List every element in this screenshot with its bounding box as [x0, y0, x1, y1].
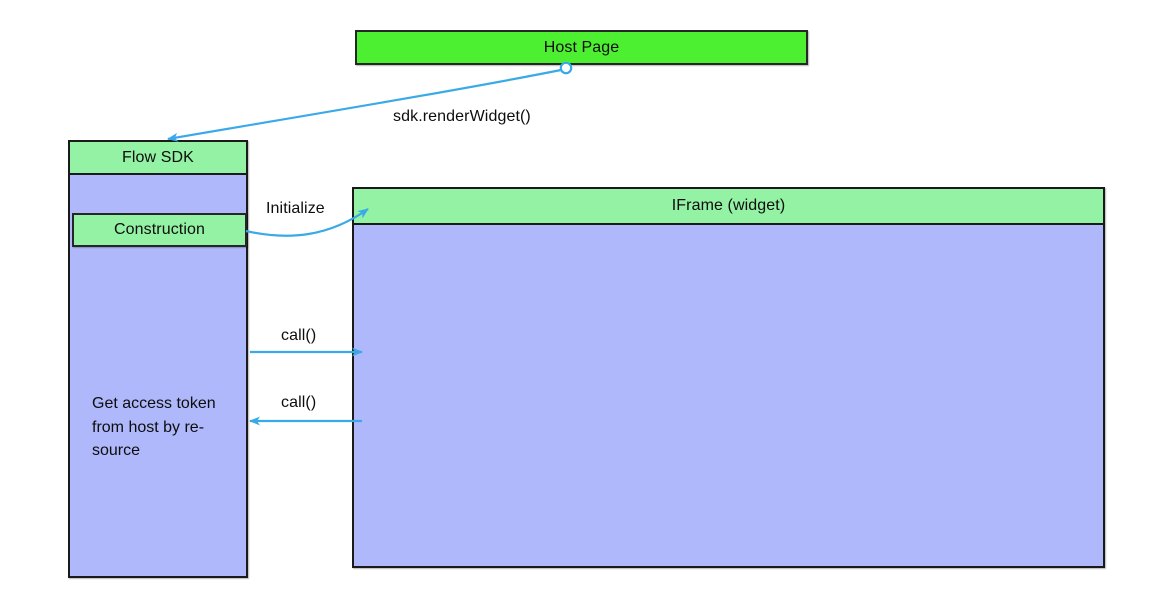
flow-sdk-node[interactable]: Flow SDK Construction Get access token f… [68, 140, 248, 578]
construction-label: Construction [113, 221, 206, 239]
edge-label-call-2: call() [281, 394, 317, 411]
edge-render-widget-line [167, 68, 562, 142]
flow-sdk-label: Flow SDK [122, 148, 194, 166]
iframe-widget-node[interactable]: IFrame (widget) [352, 187, 1105, 568]
flow-sdk-header: Flow SDK [70, 142, 246, 175]
edge-label-call-1: call() [281, 327, 317, 344]
edge-label-render-widget: sdk.renderWidget() [393, 108, 531, 125]
access-token-text: Get access token from host by re-source [92, 395, 216, 460]
edge-render-widget [167, 61, 573, 142]
host-page-node[interactable]: Host Page [355, 30, 808, 65]
edge-label-initialize: Initialize [266, 200, 325, 217]
construction-node[interactable]: Construction [72, 213, 247, 247]
host-page-label: Host Page [543, 38, 620, 56]
iframe-widget-label: IFrame (widget) [671, 197, 786, 215]
iframe-widget-header: IFrame (widget) [354, 189, 1103, 225]
